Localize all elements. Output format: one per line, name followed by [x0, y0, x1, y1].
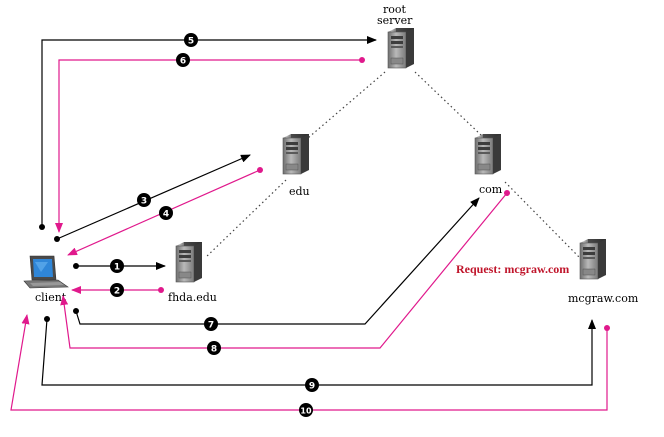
step1-badge: 1: [110, 259, 124, 273]
edu-label: edu: [289, 185, 310, 198]
edu-server-icon: [282, 133, 310, 175]
step9-arrow: [41, 318, 596, 386]
svg-text:8: 8: [211, 345, 217, 355]
step8-badge: 8: [207, 341, 221, 355]
step7-badge: 7: [204, 317, 218, 331]
link-root-edu: [307, 71, 386, 139]
step8-arrow: [60, 192, 508, 349]
svg-text:9: 9: [309, 382, 315, 392]
com-label: com: [479, 183, 503, 196]
step6-arrow: [55, 59, 362, 233]
step5-arrow: [41, 36, 377, 227]
root-server-label-line1: root: [383, 3, 407, 16]
step7-arrow: [75, 197, 480, 325]
step3-badge: 3: [137, 193, 151, 207]
step3-arrow: [56, 154, 251, 240]
svg-text:5: 5: [188, 37, 194, 47]
link-com-mcgraw: [504, 181, 581, 259]
svg-text:7: 7: [208, 321, 214, 331]
svg-text:4: 4: [163, 210, 169, 220]
fhda-label: fhda.edu: [168, 291, 217, 304]
com-server-icon: [474, 133, 502, 175]
root-server-label-line2: server: [377, 14, 413, 27]
request-label: Request: mcgraw.com: [456, 262, 569, 276]
client-label: client: [35, 291, 67, 304]
svg-text:6: 6: [180, 57, 186, 67]
root-server-icon: [387, 27, 415, 69]
fhda-server-icon: [175, 241, 203, 283]
svg-text:2: 2: [114, 287, 120, 297]
svg-text:3: 3: [141, 197, 147, 207]
step4-badge: 4: [159, 206, 173, 220]
svg-text:1: 1: [114, 263, 120, 273]
step9-badge: 9: [305, 378, 319, 392]
mcgraw-label: mcgraw.com: [568, 292, 639, 305]
link-edu-fhda: [204, 179, 287, 259]
mcgraw-server-icon: [579, 238, 607, 280]
step10-arrow: [10, 314, 608, 411]
hierarchy-links: [204, 71, 581, 259]
svg-text:10: 10: [300, 407, 312, 416]
step5-badge: 5: [184, 33, 198, 47]
laptop-icon: [23, 255, 69, 289]
step6-badge: 6: [176, 53, 190, 67]
step10-badge: 10: [299, 403, 313, 417]
link-root-com: [414, 71, 483, 137]
step2-badge: 2: [110, 283, 124, 297]
step-badges: 1 2 3 4 5 6 7 8 9 10: [110, 33, 319, 417]
